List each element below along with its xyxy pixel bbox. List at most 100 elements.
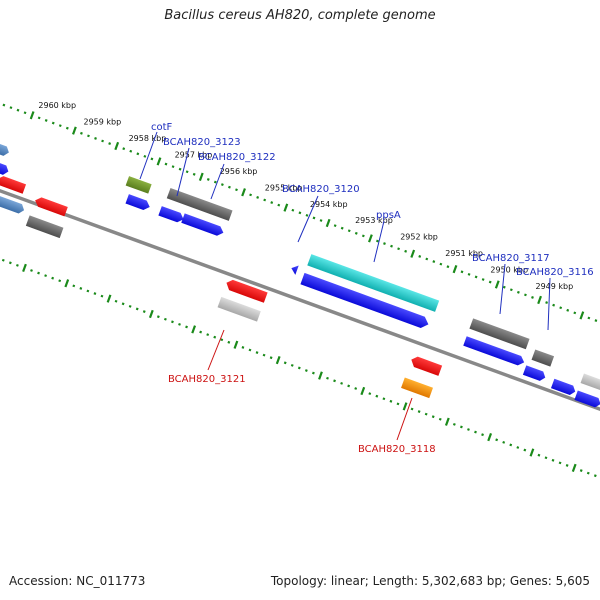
- gene-feature[interactable]: [307, 254, 440, 312]
- minor-tick: [1, 258, 5, 262]
- gene-feature[interactable]: [181, 213, 225, 237]
- minor-tick: [312, 216, 316, 220]
- gene-label-ppsa[interactable]: ppsA: [376, 210, 401, 221]
- gene-feature[interactable]: [0, 160, 10, 177]
- kbp-label: 2953 kbp: [355, 216, 393, 225]
- minor-tick: [227, 340, 231, 344]
- minor-tick: [206, 333, 210, 337]
- gene-feature[interactable]: [224, 278, 268, 303]
- minor-tick: [509, 288, 513, 292]
- minor-tick: [255, 351, 259, 354]
- minor-tick: [291, 208, 295, 212]
- kbp-label: 2959 kbp: [84, 117, 122, 126]
- major-tick: [529, 448, 535, 457]
- gene-feature[interactable]: [401, 377, 433, 399]
- minor-tick: [142, 310, 146, 313]
- minor-tick: [516, 446, 520, 449]
- minor-tick: [249, 193, 252, 197]
- gene-feature[interactable]: [125, 176, 152, 194]
- gene-label-bcah820-3118[interactable]: BCAH820_3118: [358, 444, 436, 455]
- gene-label-bcah820-3121[interactable]: BCAH820_3121: [168, 374, 246, 385]
- minor-tick: [262, 353, 266, 357]
- accession-text: Accession: NC_011773: [9, 574, 146, 588]
- minor-tick: [128, 304, 132, 308]
- gene-feature[interactable]: [0, 138, 11, 157]
- minor-tick: [129, 149, 133, 153]
- gene-feature[interactable]: [125, 194, 151, 212]
- minor-tick: [241, 346, 245, 349]
- minor-tick: [220, 183, 224, 187]
- minor-tick: [248, 348, 252, 352]
- major-tick: [29, 111, 35, 120]
- gene-feature[interactable]: [531, 349, 555, 367]
- gene-label-bcah820-3117[interactable]: BCAH820_3117: [472, 253, 550, 264]
- major-tick: [114, 141, 120, 151]
- gene-feature[interactable]: [580, 373, 600, 391]
- kbp-label: 2960 kbp: [38, 101, 76, 110]
- minor-tick: [114, 299, 118, 303]
- minor-tick: [94, 137, 97, 140]
- minor-tick: [559, 306, 563, 310]
- minor-tick: [65, 126, 69, 130]
- gene-feature[interactable]: [469, 318, 530, 350]
- minor-tick: [86, 289, 90, 293]
- gene-feature[interactable]: [463, 336, 526, 367]
- gene-feature[interactable]: [409, 355, 443, 376]
- minor-tick: [354, 387, 358, 390]
- gene-feature[interactable]: [290, 263, 299, 275]
- gene-label-bcah820-3116[interactable]: BCAH820_3116: [516, 267, 594, 278]
- minor-tick: [390, 244, 393, 248]
- gene-label-bcah820-3123[interactable]: BCAH820_3123: [163, 137, 241, 148]
- minor-tick: [502, 440, 506, 444]
- major-tick: [444, 417, 450, 426]
- gene-feature[interactable]: [522, 365, 547, 382]
- minor-tick: [304, 369, 308, 372]
- minor-tick: [382, 397, 386, 401]
- minor-tick: [8, 261, 12, 265]
- minor-tick: [206, 178, 210, 181]
- major-tick: [537, 295, 542, 305]
- gene-feature[interactable]: [25, 215, 64, 239]
- minor-tick: [16, 108, 20, 112]
- minor-tick: [15, 263, 19, 267]
- minor-tick: [37, 271, 40, 275]
- gene-label-bcah820-3122[interactable]: BCAH820_3122: [198, 152, 276, 163]
- minor-tick: [326, 376, 329, 380]
- minor-tick: [481, 278, 485, 281]
- minor-tick: [51, 276, 55, 280]
- minor-tick: [524, 293, 527, 297]
- minor-tick: [424, 412, 428, 416]
- gene-feature[interactable]: [300, 272, 430, 330]
- minor-tick: [220, 338, 224, 342]
- gene-feature[interactable]: [0, 174, 27, 194]
- gene-label-cotF[interactable]: cotF: [151, 122, 173, 133]
- minor-tick: [290, 363, 294, 367]
- gene-feature[interactable]: [158, 206, 185, 224]
- minor-tick: [51, 121, 55, 125]
- minor-tick: [354, 231, 358, 235]
- minor-tick: [192, 172, 196, 176]
- minor-tick: [579, 469, 583, 472]
- minor-tick: [44, 274, 48, 278]
- minor-tick: [108, 142, 112, 145]
- minor-tick: [185, 170, 189, 174]
- gene-feature[interactable]: [0, 195, 26, 215]
- minor-tick: [537, 453, 541, 457]
- minor-tick: [396, 402, 400, 406]
- gene-feature[interactable]: [166, 187, 233, 221]
- gene-feature[interactable]: [550, 378, 577, 397]
- callout-line: [547, 277, 551, 331]
- major-tick: [198, 172, 204, 181]
- gene-feature[interactable]: [574, 390, 600, 408]
- minor-tick: [488, 280, 492, 284]
- gene-feature[interactable]: [33, 196, 68, 217]
- kbp-label: 2957 kbp: [175, 151, 213, 160]
- major-tick: [191, 325, 197, 334]
- kbp-label: 2951 kbp: [445, 249, 483, 258]
- minor-tick: [460, 270, 464, 274]
- gene-label-bcah820-3120[interactable]: BCAH820_3120: [282, 184, 360, 195]
- minor-tick: [121, 302, 125, 306]
- minor-tick: [163, 317, 167, 321]
- minor-tick: [135, 307, 139, 311]
- gene-feature[interactable]: [217, 296, 261, 322]
